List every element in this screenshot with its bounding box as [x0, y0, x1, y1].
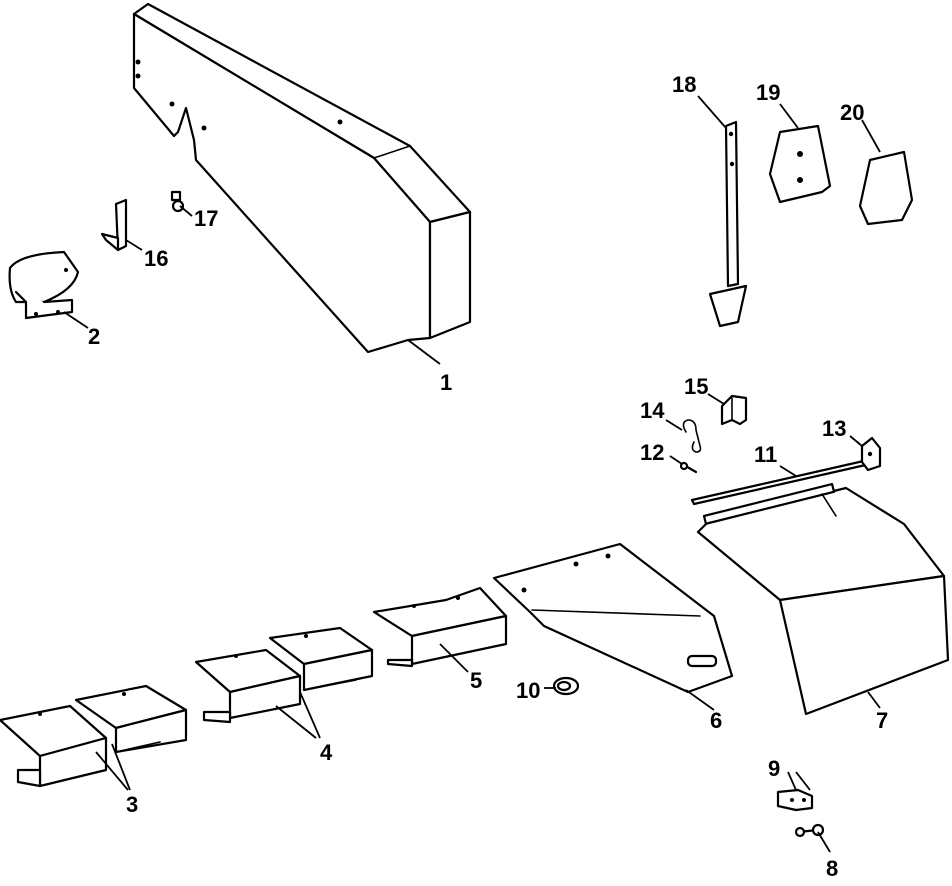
- callout-14: 14: [640, 398, 665, 423]
- callout-19: 19: [756, 80, 780, 105]
- callout-16: 16: [144, 246, 168, 271]
- part-1-main-housing: [132, 2, 472, 354]
- part-6-shield-plate: [492, 542, 734, 694]
- callout-9: 9: [768, 756, 780, 781]
- part-18-deflector-arm: [708, 120, 748, 328]
- part-9-clip: [776, 788, 814, 812]
- callout-7: 7: [876, 708, 888, 733]
- callout-labels: 1 2 3 4 5 6 7 8 9 10 11 12 13 14 15 16 1…: [88, 72, 888, 881]
- part-7-hinged-cover: [696, 482, 950, 716]
- part-14-hook: [682, 419, 702, 453]
- callout-6: 6: [710, 708, 722, 733]
- callout-5: 5: [470, 668, 482, 693]
- part-5-channel-bracket: [372, 586, 508, 668]
- part-3-channel-brackets: [0, 684, 188, 788]
- callout-17: 17: [194, 206, 218, 231]
- part-15-clamp: [720, 394, 748, 426]
- leader-lines: [63, 95, 881, 853]
- part-19-plate: [768, 124, 832, 204]
- callout-12: 12: [640, 440, 664, 465]
- part-10-plug: [552, 676, 580, 696]
- callout-13: 13: [822, 416, 846, 441]
- part-2-cap: [8, 250, 80, 320]
- callout-20: 20: [840, 100, 864, 125]
- callout-11: 11: [754, 442, 777, 467]
- callout-1: 1: [440, 370, 452, 395]
- callout-8: 8: [826, 856, 838, 881]
- part-8-bolt: [794, 823, 825, 838]
- callout-2: 2: [88, 324, 100, 349]
- part-12-screw: [679, 461, 698, 474]
- part-20-plate: [858, 150, 914, 226]
- callout-4: 4: [320, 740, 333, 765]
- part-17-fastener: [170, 190, 185, 213]
- callout-15: 15: [684, 374, 708, 399]
- callout-18: 18: [672, 72, 696, 97]
- callout-3: 3: [126, 792, 138, 817]
- part-13-latch-plate: [860, 436, 882, 472]
- callout-10: 10: [516, 678, 540, 703]
- part-16-angle-bracket: [100, 198, 128, 252]
- part-4-channel-brackets: [194, 626, 374, 724]
